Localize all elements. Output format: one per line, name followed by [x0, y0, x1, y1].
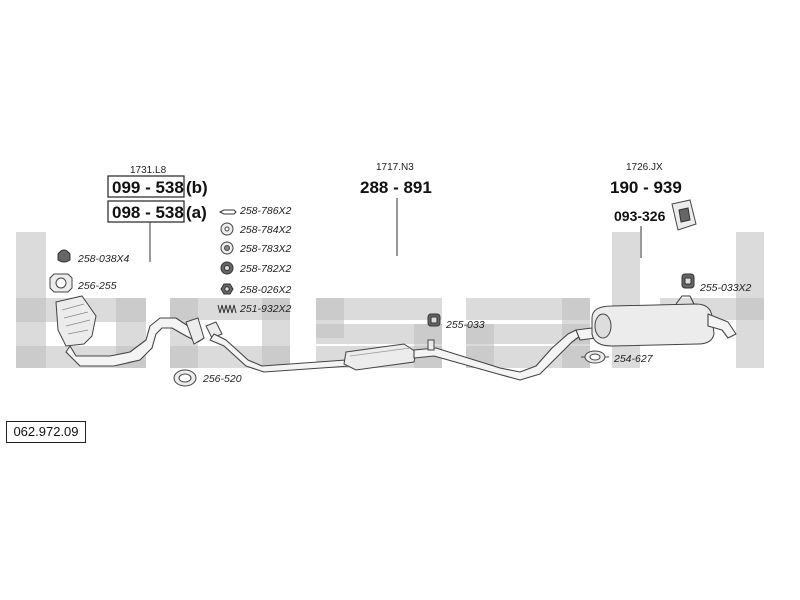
assembly-code-1726: 1726.JX [626, 162, 663, 173]
fitting-258-026: 258-026X2 [220, 283, 292, 296]
part-number-098-538[interactable]: 098 - 538 [112, 203, 184, 222]
reference-number-box: 062.972.09 [6, 421, 86, 443]
fitting-258-783: 258-783X2 [220, 241, 292, 255]
part-number-099-538[interactable]: 099 - 538 [112, 178, 184, 197]
clamp-254-627: 254-627 [581, 350, 654, 365]
fitting-label[interactable]: 258-786X2 [239, 205, 292, 217]
fitting-label[interactable]: 251-932X2 [239, 303, 292, 315]
cone-nut-icon [57, 249, 71, 263]
reference-number: 062.972.09 [13, 424, 79, 439]
fitting-label[interactable]: 258-782X2 [239, 263, 292, 275]
part-label-256-255[interactable]: 256-255 [77, 280, 117, 292]
rear-silencer[interactable] [575, 295, 737, 347]
part-box-099-538 [107, 175, 185, 198]
assembly-1731-group: 1731.L8 099 - 538 (b) 098 - 538 (a) [107, 165, 208, 262]
part-box-098-538 [107, 200, 185, 223]
gasket-256-520: 256-520 [173, 369, 242, 387]
rubber-mount-255-033: 255-033 [427, 313, 485, 331]
part-number-093-326[interactable]: 093-326 [614, 208, 666, 224]
part-label-254-627[interactable]: 254-627 [613, 353, 654, 365]
part-label-256-520[interactable]: 256-520 [202, 373, 242, 385]
fitting-258-784: 258-784X2 [220, 222, 292, 236]
fitting-label[interactable]: 258-783X2 [239, 243, 292, 255]
fitting-label[interactable]: 258-026X2 [239, 284, 292, 296]
bolt-icon [218, 209, 237, 215]
assembly-code-1731: 1731.L8 [130, 165, 167, 176]
fitting-258-782: 258-782X2 [220, 261, 292, 275]
fitting-251-932: 251-932X2 [217, 303, 292, 315]
assembly-1726-group: 1726.JX 190 - 939 093-326 [610, 162, 697, 258]
catalytic-converter-front-pipe[interactable] [55, 295, 205, 367]
part-label-258-038X4[interactable]: 258-038X4 [77, 253, 130, 265]
assembly-code-1717: 1717.N3 [376, 162, 414, 173]
part-label-255-033[interactable]: 255-033 [445, 319, 485, 331]
fitting-label[interactable]: 258-784X2 [239, 224, 292, 236]
part-number-288-891[interactable]: 288 - 891 [360, 178, 432, 197]
fitting-258-786: 258-786X2 [218, 205, 292, 217]
fittings-list: 258-786X2 258-784X2 258-783X2 258-782X2 … [217, 205, 292, 315]
front-gaskets: 258-038X4 256-255 [49, 249, 130, 293]
gasket-258-038: 258-038X4 [57, 249, 130, 265]
spring-icon [217, 304, 237, 314]
part-label-255-033X2[interactable]: 255-033X2 [699, 282, 752, 294]
bracket-icon [671, 199, 697, 231]
part-suffix-b: (b) [186, 178, 208, 197]
part-suffix-a: (a) [186, 203, 207, 222]
part-number-190-939[interactable]: 190 - 939 [610, 178, 682, 197]
rubber-mount-255-033X2: 255-033X2 [681, 273, 752, 294]
gasket-256-255: 256-255 [49, 273, 117, 293]
assembly-1717-group: 1717.N3 288 - 891 [360, 162, 432, 256]
